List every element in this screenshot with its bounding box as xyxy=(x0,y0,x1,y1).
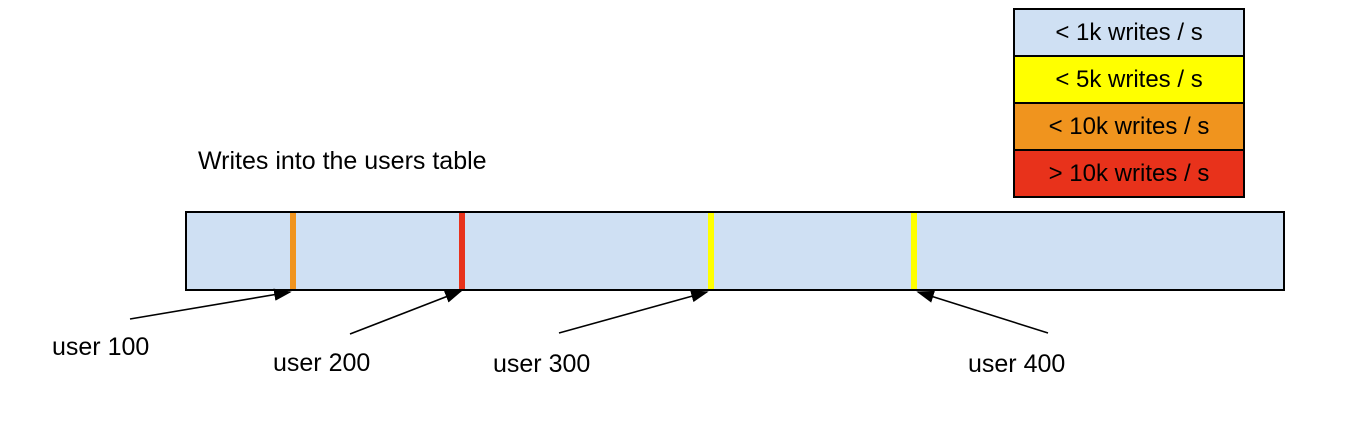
legend-item-label: < 10k writes / s xyxy=(1048,112,1210,140)
legend-item-gt-10k-writes: > 10k writes / s xyxy=(1013,149,1245,198)
write-hotspot-marker-user-100 xyxy=(290,213,296,289)
legend-item-lt-1k-writes: < 1k writes / s xyxy=(1013,8,1245,57)
diagram-title: Writes into the users table xyxy=(198,147,487,175)
label-user-200: user 200 xyxy=(273,349,371,377)
legend-item-lt-5k-writes: < 5k writes / s xyxy=(1013,55,1245,104)
legend-item-lt-10k-writes: < 10k writes / s xyxy=(1013,102,1245,151)
legend: < 1k writes / s < 5k writes / s < 10k wr… xyxy=(1013,8,1245,198)
write-hotspot-marker-user-300 xyxy=(708,213,714,289)
arrow-user-300 xyxy=(558,290,709,334)
arrow-user-400 xyxy=(916,290,1049,334)
legend-item-label: > 10k writes / s xyxy=(1048,159,1210,187)
label-user-400: user 400 xyxy=(968,350,1066,378)
label-user-300: user 300 xyxy=(493,350,591,378)
label-user-100: user 100 xyxy=(52,333,150,361)
legend-item-label: < 5k writes / s xyxy=(1055,65,1203,93)
arrow-user-200 xyxy=(349,290,463,335)
legend-item-label: < 1k writes / s xyxy=(1055,18,1203,46)
write-hotspot-marker-user-400 xyxy=(911,213,917,289)
arrow-user-100 xyxy=(129,288,292,320)
write-hotspot-marker-user-200 xyxy=(459,213,465,289)
users-table-bar xyxy=(185,211,1285,291)
